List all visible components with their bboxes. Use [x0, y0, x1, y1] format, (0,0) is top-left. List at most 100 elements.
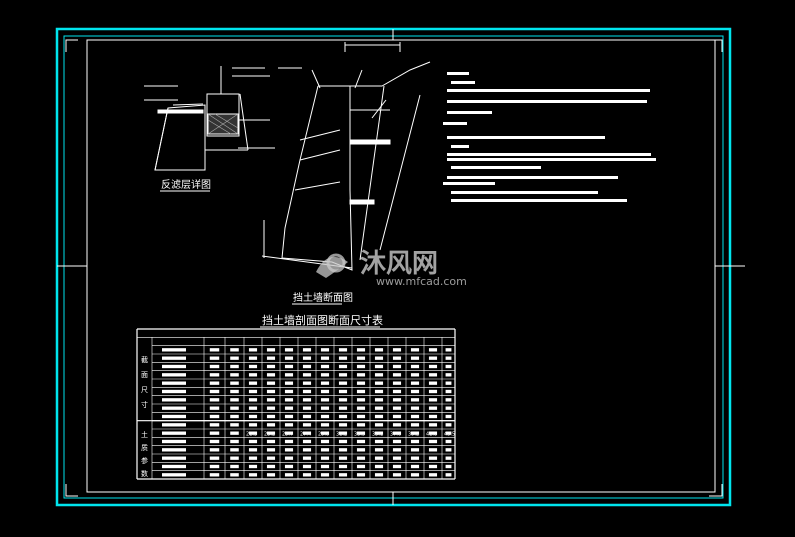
table-cell-value	[356, 414, 366, 419]
table-cell-value	[356, 348, 366, 352]
table-cell-value	[428, 364, 438, 369]
table-cell-value	[266, 373, 276, 377]
table-cell-value	[266, 456, 276, 460]
table-cell-value	[266, 464, 276, 469]
table-cell-value	[209, 439, 220, 444]
table-cell-value	[338, 389, 348, 394]
table-cell-value	[374, 398, 384, 402]
table-cell-value	[284, 448, 294, 452]
table-cell-value	[230, 373, 239, 377]
table-cell-value	[428, 356, 438, 360]
table-cell-value	[320, 356, 330, 360]
table-cell-value	[248, 406, 258, 410]
table-cell-value	[302, 389, 312, 394]
table-cell-value	[374, 364, 384, 369]
table-cell-value	[248, 414, 258, 419]
table-cell-value	[445, 389, 452, 394]
table-cell-value	[356, 356, 366, 360]
table-cell-value	[284, 364, 294, 369]
table-cell-value	[392, 389, 402, 394]
table-cell-value	[445, 356, 452, 360]
table-cell-value	[302, 373, 312, 377]
table-cell-value	[248, 439, 258, 444]
table-cell-value	[230, 406, 239, 410]
table-cell-value	[428, 406, 438, 410]
table-cell-value	[284, 398, 294, 402]
table-cell-value	[338, 398, 348, 402]
table-cell-value	[428, 431, 438, 435]
table-cell-value	[320, 448, 330, 452]
table-sample-value: 33.5	[354, 432, 365, 438]
table-cell-value	[356, 439, 366, 444]
table-cell-value	[266, 389, 276, 394]
table-cell-value	[230, 456, 239, 460]
table-cell-value	[392, 348, 402, 352]
table-cell-value	[356, 423, 366, 427]
table-cell-value	[428, 389, 438, 394]
table-cell-value	[302, 364, 312, 369]
table-sample-value: 43.5	[444, 432, 455, 438]
table-sample-value: 37.6	[390, 432, 401, 438]
table-sample-value: 29.8	[318, 432, 329, 438]
table-cell-value	[320, 473, 330, 477]
watermark-brand-cn: 沐风网	[360, 249, 438, 279]
table-cell-value	[428, 448, 438, 452]
table-sample-value: 25.7	[282, 432, 293, 438]
table-cell-value	[230, 414, 239, 419]
table-cell-value	[266, 398, 276, 402]
table-cell-value	[266, 406, 276, 410]
table-cell-value	[248, 348, 258, 352]
table-cell-value	[410, 431, 420, 435]
table-cell-value	[428, 348, 438, 352]
table-cell-value	[392, 406, 402, 410]
table-cell-value	[445, 423, 452, 427]
table-cell-value	[428, 398, 438, 402]
table-cell-value	[284, 389, 294, 394]
table-cell-value	[338, 381, 348, 385]
table-row-label	[162, 456, 186, 460]
table-cell-value	[392, 398, 402, 402]
table-cell-value	[410, 381, 420, 385]
table-cell-value	[410, 464, 420, 469]
table-cell-value	[374, 381, 384, 385]
table-cell-value	[302, 381, 312, 385]
table-row-label	[162, 406, 186, 410]
table-cell-value	[248, 473, 258, 477]
table-cell-value	[320, 456, 330, 460]
table-cell-value	[320, 464, 330, 469]
table-cell-value	[302, 348, 312, 352]
table-cell-value	[302, 448, 312, 452]
table-cell-value	[302, 431, 312, 435]
table-cell-value	[374, 439, 384, 444]
table-cell-value	[410, 414, 420, 419]
table-cell-value	[302, 439, 312, 444]
table-cell-value	[230, 381, 239, 385]
table-cell-value	[374, 406, 384, 410]
table-cell-value	[230, 473, 239, 477]
table-cell-value	[320, 389, 330, 394]
table-cell-value	[266, 473, 276, 477]
table-cell-value	[209, 373, 220, 377]
table-cell-value	[209, 406, 220, 410]
table-cell-value	[284, 381, 294, 385]
table-cell-value	[284, 348, 294, 352]
table-cell-value	[428, 423, 438, 427]
table-group-label: 参	[141, 456, 148, 465]
table-cell-value	[209, 448, 220, 452]
table-cell-value	[445, 406, 452, 410]
table-cell-value	[302, 423, 312, 427]
table-cell-value	[302, 464, 312, 469]
table-cell-value	[410, 406, 420, 410]
table-cell-value	[410, 348, 420, 352]
table-cell-value	[374, 389, 384, 394]
table-sample-value: 35.1	[372, 432, 383, 438]
table-cell-value	[248, 423, 258, 427]
table-cell-value	[410, 456, 420, 460]
table-cell-value	[266, 364, 276, 369]
table-cell-value	[230, 464, 239, 469]
table-sample-value: 23.2	[264, 432, 275, 438]
table-cell-value	[248, 389, 258, 394]
table-sample-value: 21.3	[246, 432, 257, 438]
table-cell-value	[284, 423, 294, 427]
